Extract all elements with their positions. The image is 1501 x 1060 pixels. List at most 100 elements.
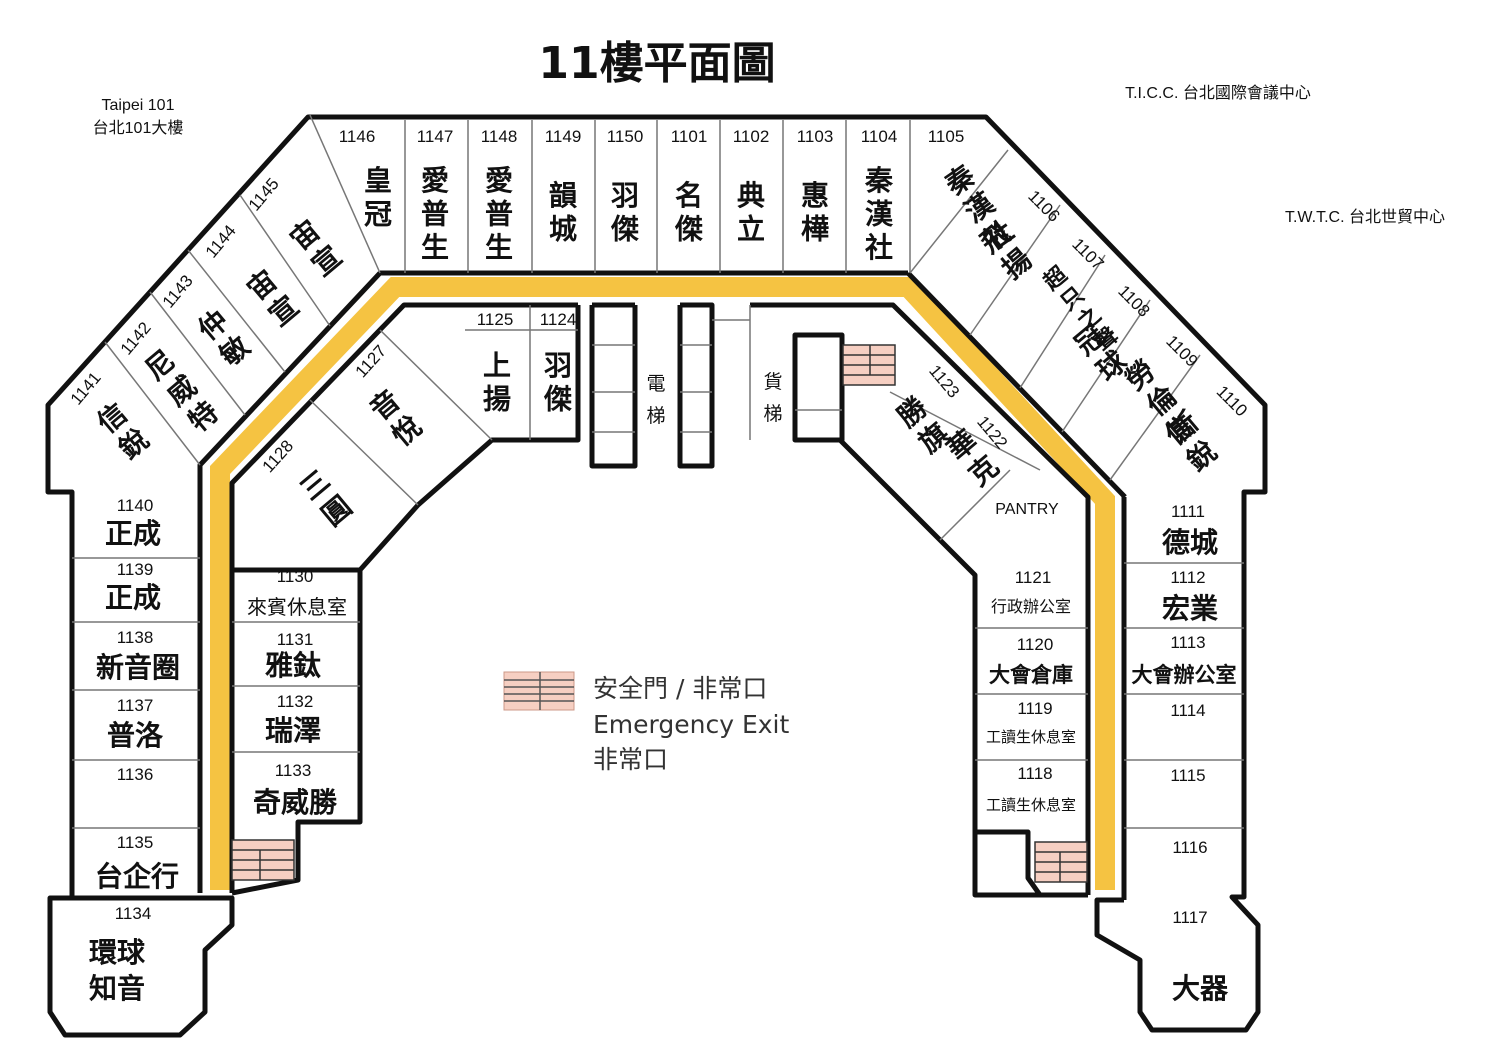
freight-elevator: 貨 梯 xyxy=(763,371,782,425)
freight-core xyxy=(792,332,845,443)
room-name: 典立 xyxy=(737,179,765,246)
room-1147: 1147 愛普生 xyxy=(417,127,454,264)
room-1135: 1135 台企行 xyxy=(95,833,179,893)
page-title: 11樓平面圖 xyxy=(538,38,775,89)
landmark-taipei101-zh: 台北101大樓 xyxy=(93,119,184,137)
room-number: 1131 xyxy=(277,630,314,649)
room-name: 台企行 xyxy=(95,860,179,893)
inner-wall-right-diag xyxy=(906,271,1127,499)
room-1138: 1138 新音圈 xyxy=(96,628,180,684)
room-1131: 1131 雅鈦 xyxy=(265,630,321,682)
room-1113: 1113 大會辦公室 xyxy=(1132,633,1237,687)
room-1125: 1125 上揚 xyxy=(477,310,514,415)
landmark-twtc: T.W.T.C. 台北世貿中心 xyxy=(1285,208,1445,226)
room-number: 1120 xyxy=(1017,635,1054,654)
room-number: 1118 xyxy=(1017,764,1052,783)
inner-hall-right xyxy=(838,438,1040,898)
room-name: 勝旗 xyxy=(891,390,956,460)
room-name: 愛普生 xyxy=(485,164,513,264)
room-1133: 1133 奇威勝 xyxy=(253,761,338,819)
room-name: 宙宣 xyxy=(241,264,305,333)
room-1121: 1121 行政辦公室 xyxy=(991,568,1071,616)
room-number: 1135 xyxy=(117,833,154,852)
room-1149: 1149 韻城 xyxy=(545,127,582,245)
room-1150: 1150 羽傑 xyxy=(607,127,644,245)
legend-line-1: 安全門 / 非常口 xyxy=(593,674,767,703)
room-number: 1113 xyxy=(1170,633,1205,652)
room-number: 1136 xyxy=(117,765,154,784)
room-name: 大器 xyxy=(1172,972,1229,1005)
passenger-elevator: 電 梯 xyxy=(646,373,665,427)
room-1139: 1139 正成 xyxy=(105,560,161,614)
landmark-ticc: T.I.C.C. 台北國際會議中心 xyxy=(1125,84,1311,102)
room-name: 雅鈦 xyxy=(265,649,321,682)
legend-line-2: Emergency Exit xyxy=(593,710,789,739)
room-number: 1149 xyxy=(545,127,582,146)
legend-stairs-icon xyxy=(503,671,575,711)
room-name: 大會倉庫 xyxy=(989,663,1073,687)
room-1102: 1102 典立 xyxy=(733,127,770,245)
room-name: 秦漢社 xyxy=(864,164,894,264)
room-1140: 1140 正成 xyxy=(105,496,161,550)
room-number: 1130 xyxy=(277,567,314,586)
room-1136: 1136 xyxy=(117,765,154,784)
room-number: 1146 xyxy=(339,127,376,146)
room-name: 上揚 xyxy=(483,349,511,416)
room-name-2: 知音 xyxy=(89,972,145,1005)
stairs-left xyxy=(231,839,295,881)
room-name: 正成 xyxy=(105,517,161,550)
landmark-taipei101-en: Taipei 101 xyxy=(102,97,175,114)
room-number: 1114 xyxy=(1170,701,1205,720)
room-number: 1103 xyxy=(797,127,834,146)
lift-core-left xyxy=(589,302,638,469)
room-name: 來賓休息室 xyxy=(247,595,347,619)
lift-core-right xyxy=(677,302,715,469)
room-1119: 1119 工讀生休息室 xyxy=(986,699,1076,746)
room-number: 1127 xyxy=(352,341,391,381)
room-1116: 1116 xyxy=(1172,838,1207,857)
legend-line-3: 非常口 xyxy=(593,745,668,774)
room-name: 三圓 xyxy=(294,464,358,533)
room-name: 名傑 xyxy=(674,179,703,246)
room-number: 1125 xyxy=(477,310,514,329)
room-number: 1148 xyxy=(481,127,518,146)
room-1112: 1112 宏業 xyxy=(1162,568,1218,625)
room-name: 瑞澤 xyxy=(265,714,321,747)
room-name: 新音圈 xyxy=(96,651,180,684)
room-name: PANTRY xyxy=(995,501,1059,518)
room-number: 1132 xyxy=(277,692,314,711)
room-name: 音悅 xyxy=(364,384,428,453)
room-number: 1112 xyxy=(1170,568,1205,587)
room-1117: 1117 大器 xyxy=(1172,908,1229,1005)
room-number: 1116 xyxy=(1172,838,1207,857)
room-name: 信銳 xyxy=(91,397,155,466)
freight-label-1: 貨 xyxy=(763,371,782,393)
room-name: 正成 xyxy=(105,581,161,614)
room-number: 1117 xyxy=(1172,908,1207,927)
room-number: 1147 xyxy=(417,127,454,146)
room-name: 普洛 xyxy=(107,719,164,752)
inner-hall-right-bottom xyxy=(975,829,1088,898)
stairs-top xyxy=(842,344,896,386)
room-number: 1115 xyxy=(1170,766,1205,785)
room-number: 1107 xyxy=(1068,234,1107,273)
room-name: 仲敏 xyxy=(191,304,256,374)
inner-hall-left xyxy=(232,305,581,573)
room-name: 惠樺 xyxy=(801,179,829,246)
room-1148: 1148 愛普生 xyxy=(481,127,518,264)
room-1134: 1134 環球 知音 xyxy=(89,904,151,1005)
room-1103: 1103 惠樺 xyxy=(797,127,834,245)
room-1137: 1137 普洛 xyxy=(107,696,164,752)
room-number: 1134 xyxy=(115,904,152,923)
room-1124: 1124 羽傑 xyxy=(540,310,577,415)
room-name: 行政辦公室 xyxy=(991,597,1071,616)
room-name: 韻城 xyxy=(549,179,578,246)
outer-outline xyxy=(45,114,1268,1033)
elevator-label-1: 電 xyxy=(646,373,665,395)
room-1146: 1146 皇冠 xyxy=(339,127,392,230)
room-number: 1111 xyxy=(1171,502,1205,521)
room-name: 愛普生 xyxy=(421,164,449,264)
room-number: 1102 xyxy=(733,127,770,146)
room-number: 1124 xyxy=(540,310,577,329)
room-pantry: PANTRY xyxy=(995,501,1059,518)
